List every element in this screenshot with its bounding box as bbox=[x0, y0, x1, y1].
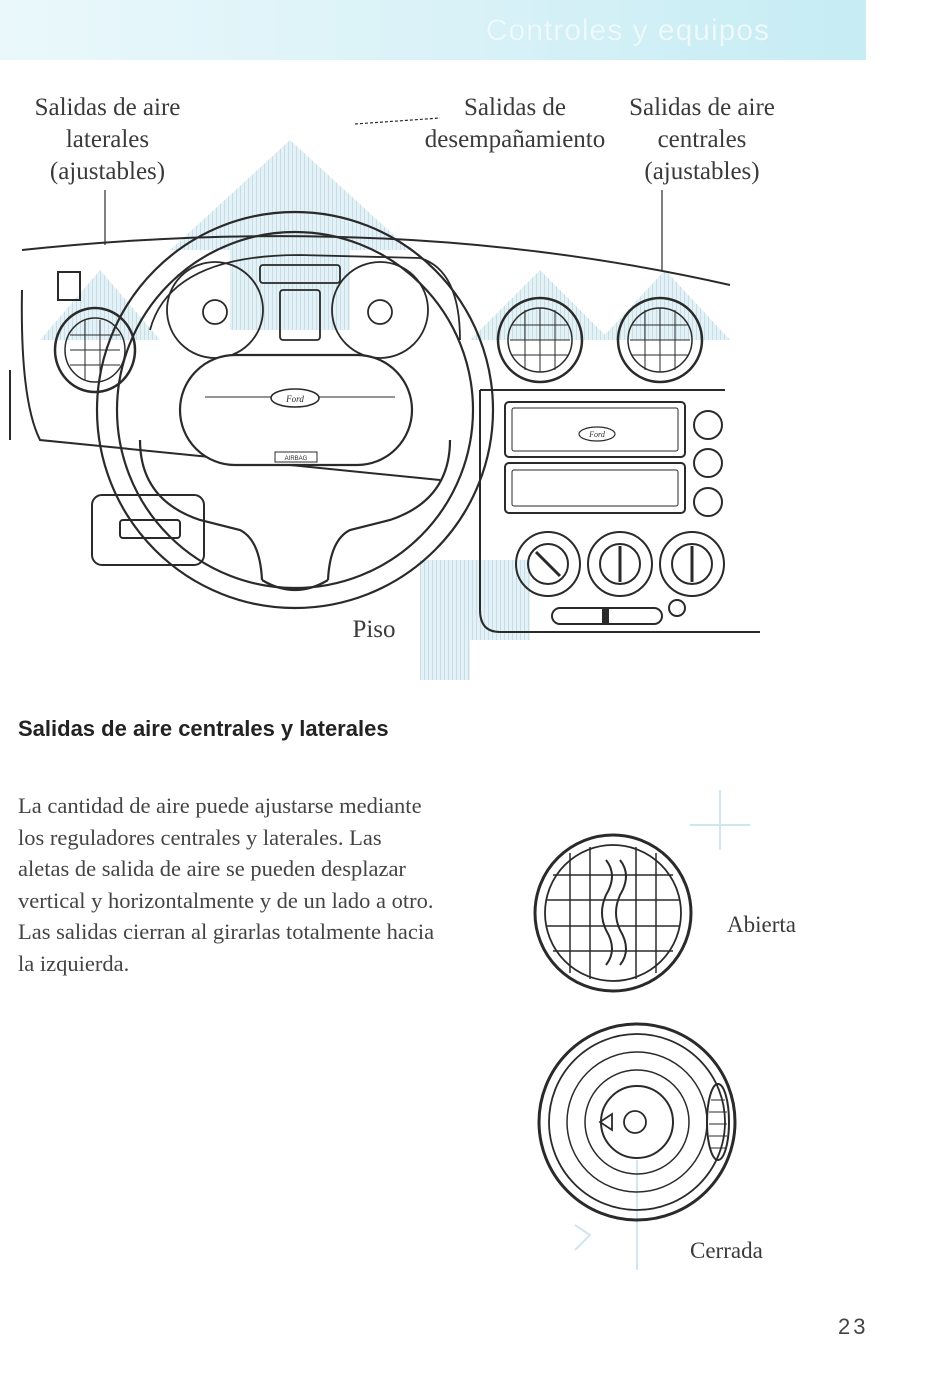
radio-badge: Ford bbox=[588, 430, 606, 439]
section-body: La cantidad de aire puede ajustarse medi… bbox=[18, 793, 435, 976]
section-heading: Salidas de aire centrales y laterales bbox=[18, 716, 389, 741]
vent-arrows bbox=[574, 790, 750, 1270]
vent-closed bbox=[537, 1022, 737, 1222]
steering-wheel bbox=[95, 210, 495, 610]
header-title: Controles y equipos bbox=[485, 14, 770, 47]
center-vent-left bbox=[496, 296, 584, 384]
center-vent-right bbox=[616, 296, 704, 384]
label-center-vents: Salidas de aire centrales (ajustables) bbox=[629, 94, 775, 185]
label-floor: Piso bbox=[352, 616, 396, 643]
dashboard-outline bbox=[9, 235, 760, 633]
page-number: 23 bbox=[838, 1314, 869, 1339]
instrument-cluster bbox=[149, 254, 461, 359]
header-band: Controles y equipos bbox=[0, 0, 866, 60]
label-side-vents: Salidas de aire laterales (ajustables) bbox=[34, 94, 181, 185]
steering-badge: Ford bbox=[285, 394, 304, 404]
vent-open bbox=[533, 833, 693, 993]
label-defrost-vents: Salidas de desempañamiento bbox=[424, 94, 606, 153]
label-leaders bbox=[104, 117, 663, 270]
radio-unit bbox=[504, 401, 723, 517]
climate-knobs bbox=[515, 531, 725, 625]
vent-closed-label: Cerrada bbox=[690, 1238, 763, 1263]
vent-open-label: Abierta bbox=[727, 912, 796, 937]
airbag-text: AIRBAG bbox=[285, 456, 308, 462]
